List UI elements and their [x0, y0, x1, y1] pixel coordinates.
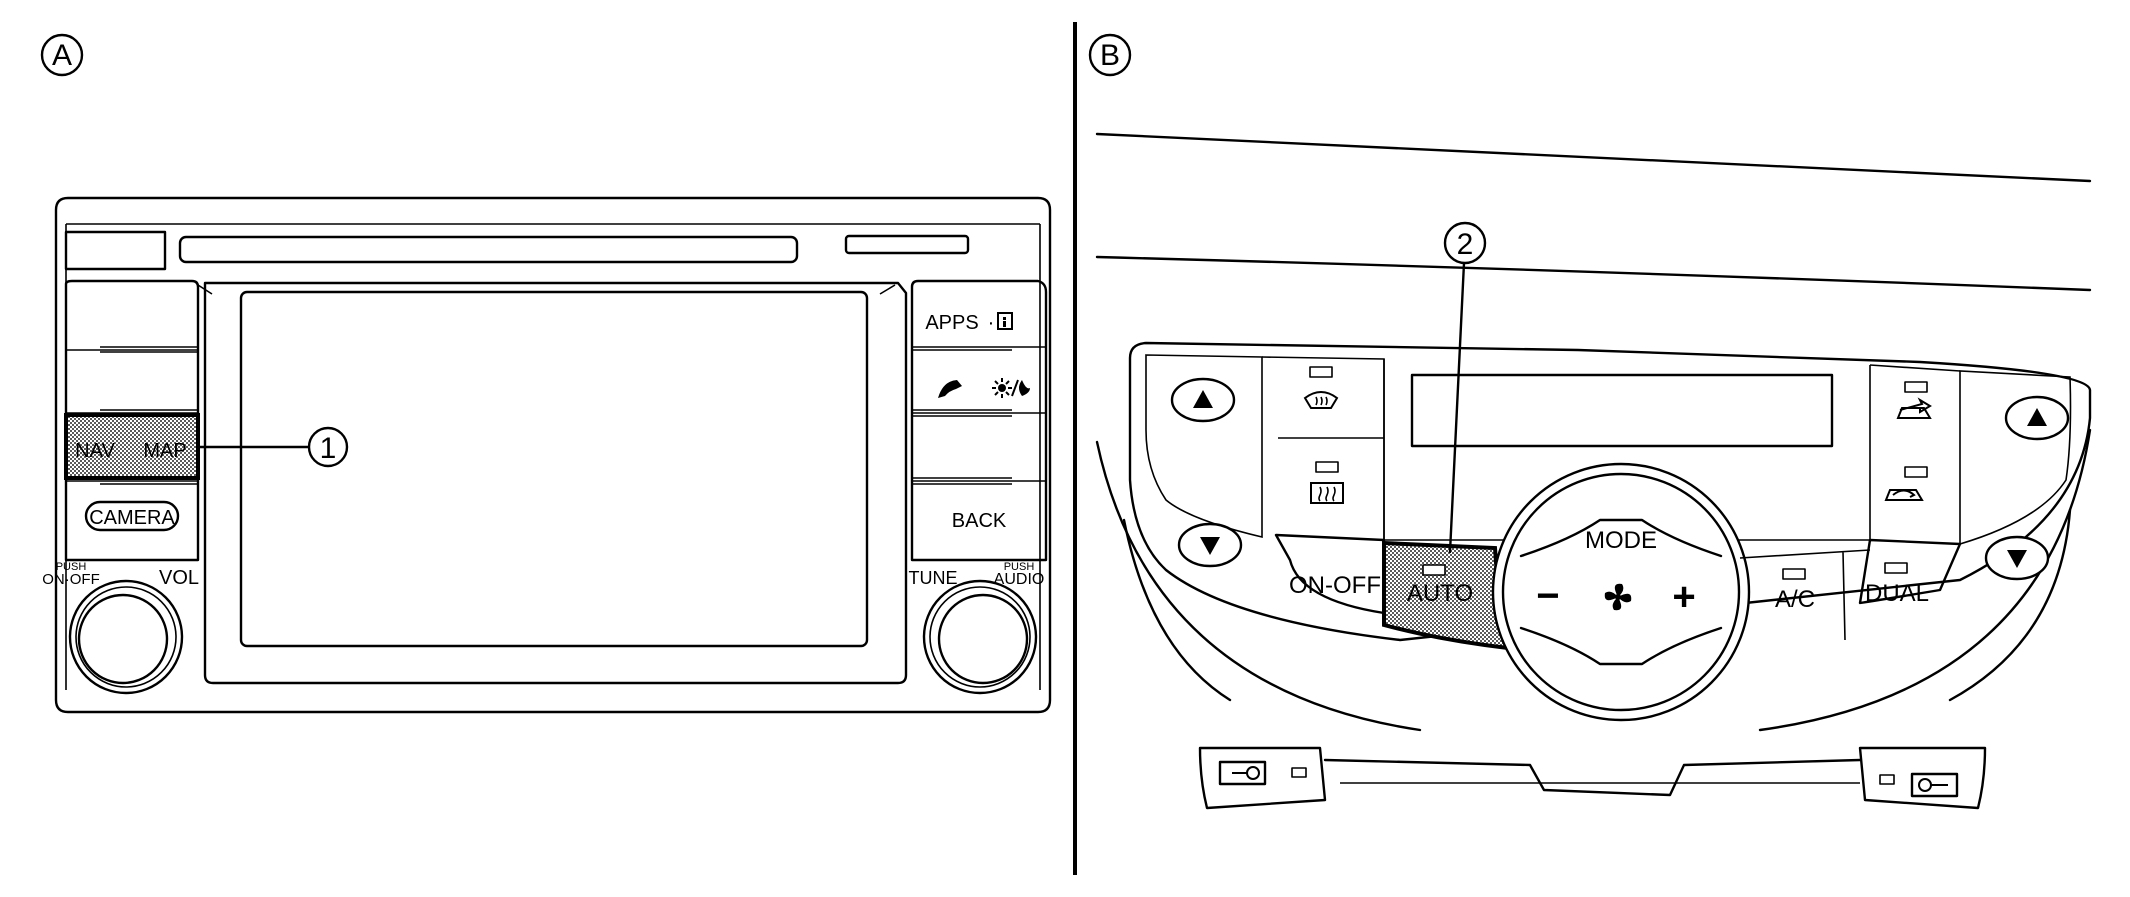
rear-defrost-icon: [1310, 482, 1344, 504]
disc-slot: [178, 235, 799, 264]
panel-a: A NAV MAP CAMERA: [40, 33, 1052, 714]
left-temp-up-button[interactable]: [1170, 377, 1236, 423]
on-off-button-label: ON-OFF: [1289, 572, 1381, 599]
fan-speed-dial[interactable]: MODE − +: [1491, 462, 1751, 722]
audio-label: AUDIO: [994, 571, 1045, 588]
camera-button[interactable]: CAMERA: [84, 500, 180, 532]
dash-lower-curve: [1095, 428, 2092, 732]
map-button-label: MAP: [143, 440, 186, 462]
mode-button[interactable]: MODE: [1585, 527, 1657, 554]
screen-bezel: [203, 281, 908, 685]
volume-knob[interactable]: [68, 579, 184, 695]
nav-map-button[interactable]: [64, 413, 200, 480]
recirculation-icon: [1884, 489, 1924, 501]
callout-1: 1: [196, 426, 349, 468]
back-button[interactable]: BACK: [952, 510, 1007, 532]
fan-minus-label: −: [1536, 574, 1559, 618]
dual-button[interactable]: DUAL: [1865, 562, 1929, 607]
audio-push-label: PUSH: [1004, 561, 1035, 573]
dash-line-mid: [1095, 255, 2092, 292]
up-arrow-icon: [2027, 408, 2047, 426]
fan-plus-label: +: [1672, 575, 1695, 619]
apps-button-label: APPS: [925, 312, 978, 334]
dash-line-top: [1095, 132, 2092, 183]
left-temp-down-button[interactable]: [1177, 522, 1243, 568]
right-bracket: [1858, 746, 1987, 810]
auto-button-label: AUTO: [1407, 580, 1473, 607]
callout-2-text: 2: [1457, 228, 1474, 261]
right-temp-up-button[interactable]: [2004, 395, 2070, 441]
phone-button[interactable]: [938, 380, 962, 398]
nav-button-label: NAV: [75, 440, 115, 462]
phone-icon: [938, 380, 962, 398]
up-arrow-icon: [1193, 390, 1213, 408]
outside-air-icon: [1896, 397, 1932, 419]
auto-button[interactable]: AUTO: [1382, 540, 1511, 651]
tune-label: TUNE: [909, 568, 958, 588]
volume-label: VOL: [159, 567, 199, 589]
back-button-label: BACK: [952, 510, 1007, 532]
recirculation-button[interactable]: [1884, 466, 1928, 501]
climate-display: [1410, 373, 1834, 448]
callout-1-text: 1: [320, 432, 337, 465]
rear-defrost-button[interactable]: [1310, 461, 1344, 504]
panel-a-label: A: [40, 33, 84, 77]
outside-air-button[interactable]: [1896, 381, 1932, 419]
fan-plus-button[interactable]: +: [1672, 575, 1695, 619]
dual-button-label: DUAL: [1865, 580, 1929, 607]
camera-button-label: CAMERA: [89, 507, 175, 529]
tune-audio-knob[interactable]: [922, 579, 1038, 695]
front-defrost-icon: [1303, 391, 1339, 409]
panel-b-label: B: [1088, 33, 1132, 77]
down-arrow-icon: [2007, 550, 2027, 568]
key-icon: [1918, 778, 1948, 792]
right-temp-down-button[interactable]: [1984, 535, 2050, 581]
brightness-icon: [992, 378, 1030, 398]
audio-unit: NAV MAP CAMERA APPS ·: [42, 196, 1052, 714]
power-label: ON·OFF: [42, 571, 100, 588]
down-arrow-icon: [1200, 537, 1220, 555]
brightness-button[interactable]: [992, 378, 1030, 398]
power-push-label: PUSH: [56, 561, 87, 573]
panel-a-label-text: A: [52, 39, 72, 72]
dash-inner-curve: [1122, 508, 2072, 702]
front-defrost-button[interactable]: [1303, 366, 1339, 409]
apps-button[interactable]: APPS ·: [925, 312, 1013, 334]
callout-2: 2: [1443, 221, 1487, 554]
panel-b-label-text: B: [1100, 39, 1120, 72]
key-icon: [1232, 766, 1260, 780]
fan-icon: [1604, 583, 1632, 611]
lower-trim: [1323, 758, 1862, 797]
display-screen: [239, 290, 869, 648]
on-off-button[interactable]: ON-OFF: [1289, 572, 1381, 599]
mode-button-label: MODE: [1585, 527, 1657, 554]
fan-minus-button[interactable]: −: [1536, 574, 1559, 618]
card-slot: [844, 234, 970, 255]
info-icon: [997, 312, 1013, 330]
left-bracket: [1198, 746, 1327, 810]
apps-dot: ·: [988, 312, 995, 334]
ac-button[interactable]: A/C: [1775, 568, 1815, 613]
slot-left: [64, 230, 167, 271]
ac-button-label: A/C: [1775, 586, 1815, 613]
panel-b: B: [1088, 33, 2092, 810]
climate-panel: [1128, 341, 2092, 642]
